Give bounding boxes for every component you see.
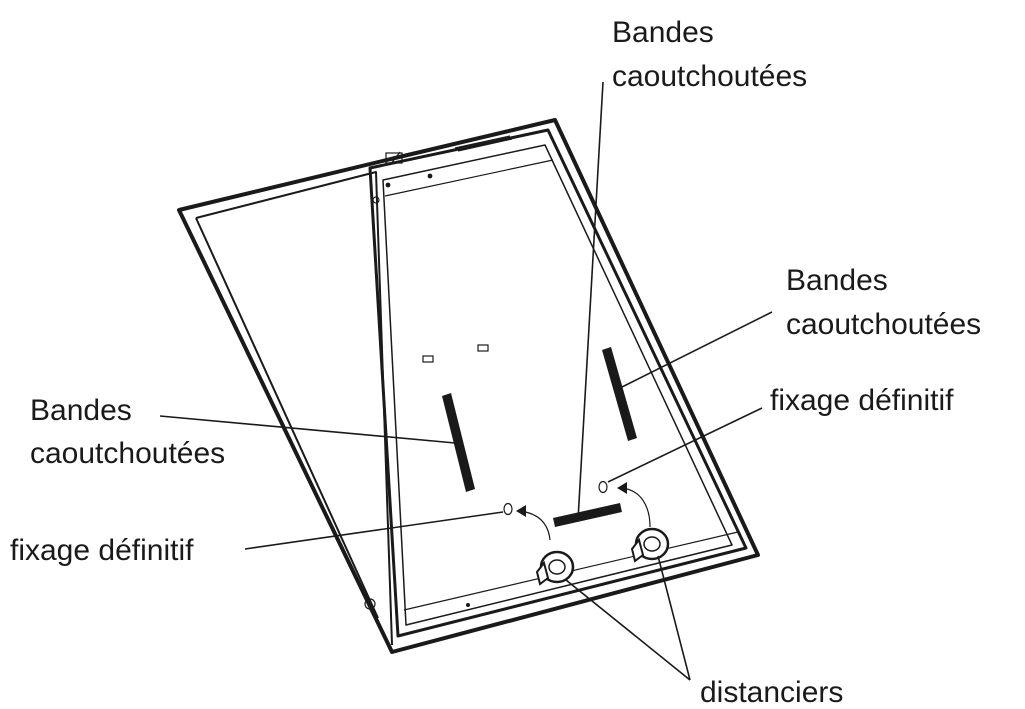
label-final-fixing-left: fixage définitif: [10, 534, 194, 567]
leader-left-fixing: [244, 511, 504, 550]
rubber-strip-bottom: [553, 503, 622, 527]
label-rubber-strips-top-line1: Bandes: [612, 16, 714, 49]
label-spacers: distanciers: [700, 676, 843, 709]
fixing-hole-right: [598, 480, 608, 494]
label-rubber-strips-right-line2: caoutchoutées: [786, 308, 981, 341]
fixing-hole-left: [503, 502, 513, 516]
rubber-strip-left: [442, 393, 475, 492]
label-rubber-strips-top-line2: caoutchoutées: [612, 60, 807, 93]
rubber-strip-right: [602, 347, 637, 441]
arrow-right: [617, 482, 651, 528]
panel-frame: [177, 118, 760, 654]
label-final-fixing-right: fixage définitif: [770, 384, 954, 417]
leader-right-strips: [621, 311, 773, 388]
label-rubber-strips-right: Bandes caoutchoutées: [786, 264, 981, 341]
spacer-right: [630, 527, 670, 563]
arrow-left: [516, 505, 551, 541]
label-rubber-strips-right-line1: Bandes: [786, 264, 888, 297]
leader-spacer-left: [565, 579, 691, 681]
leader-right-fixing: [607, 407, 763, 483]
spacer-left: [535, 550, 575, 586]
leader-top-strips: [577, 81, 604, 521]
label-rubber-strips-left: Bandes caoutchoutées: [30, 394, 225, 470]
label-rubber-strips-left-line1: Bandes: [30, 394, 132, 427]
label-rubber-strips-top: Bandes caoutchoutées: [612, 16, 807, 93]
leader-left-strips: [159, 415, 456, 444]
label-rubber-strips-left-line2: caoutchoutées: [30, 437, 225, 470]
leader-spacer-right: [657, 555, 691, 681]
